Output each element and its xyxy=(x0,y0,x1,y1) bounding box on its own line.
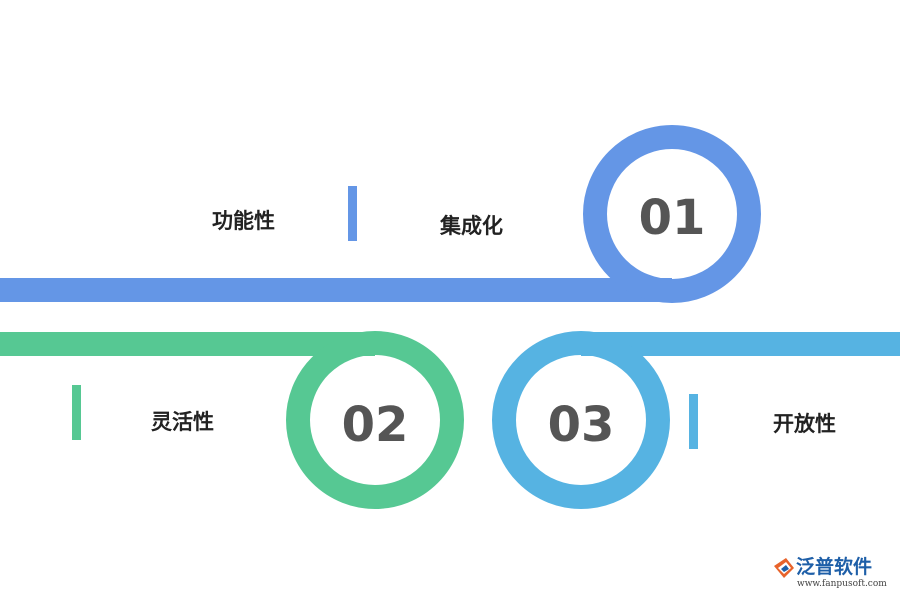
label-02: 灵活性 xyxy=(151,410,214,434)
label-03: 开放性 xyxy=(773,412,836,436)
track-01 xyxy=(0,278,672,302)
label-functionality: 功能性 xyxy=(212,209,275,233)
number-03: 03 xyxy=(547,397,615,453)
number-01: 01 xyxy=(638,190,706,246)
brand-logo: 泛普软件 www.fanpusoft.com xyxy=(770,552,895,596)
ring-03 xyxy=(492,331,670,509)
number-02: 02 xyxy=(341,397,409,453)
accent-bar-02 xyxy=(72,385,81,440)
accent-bar-01 xyxy=(348,186,357,241)
label-01: 集成化 xyxy=(440,214,503,238)
brand-url: www.fanpusoft.com xyxy=(797,579,887,589)
brand-name: 泛普软件 xyxy=(796,556,873,578)
accent-bar-03 xyxy=(689,394,698,449)
logo-mark-icon xyxy=(774,558,794,578)
ring-02 xyxy=(286,331,464,509)
ring-01 xyxy=(583,125,761,303)
track-02 xyxy=(0,332,375,356)
